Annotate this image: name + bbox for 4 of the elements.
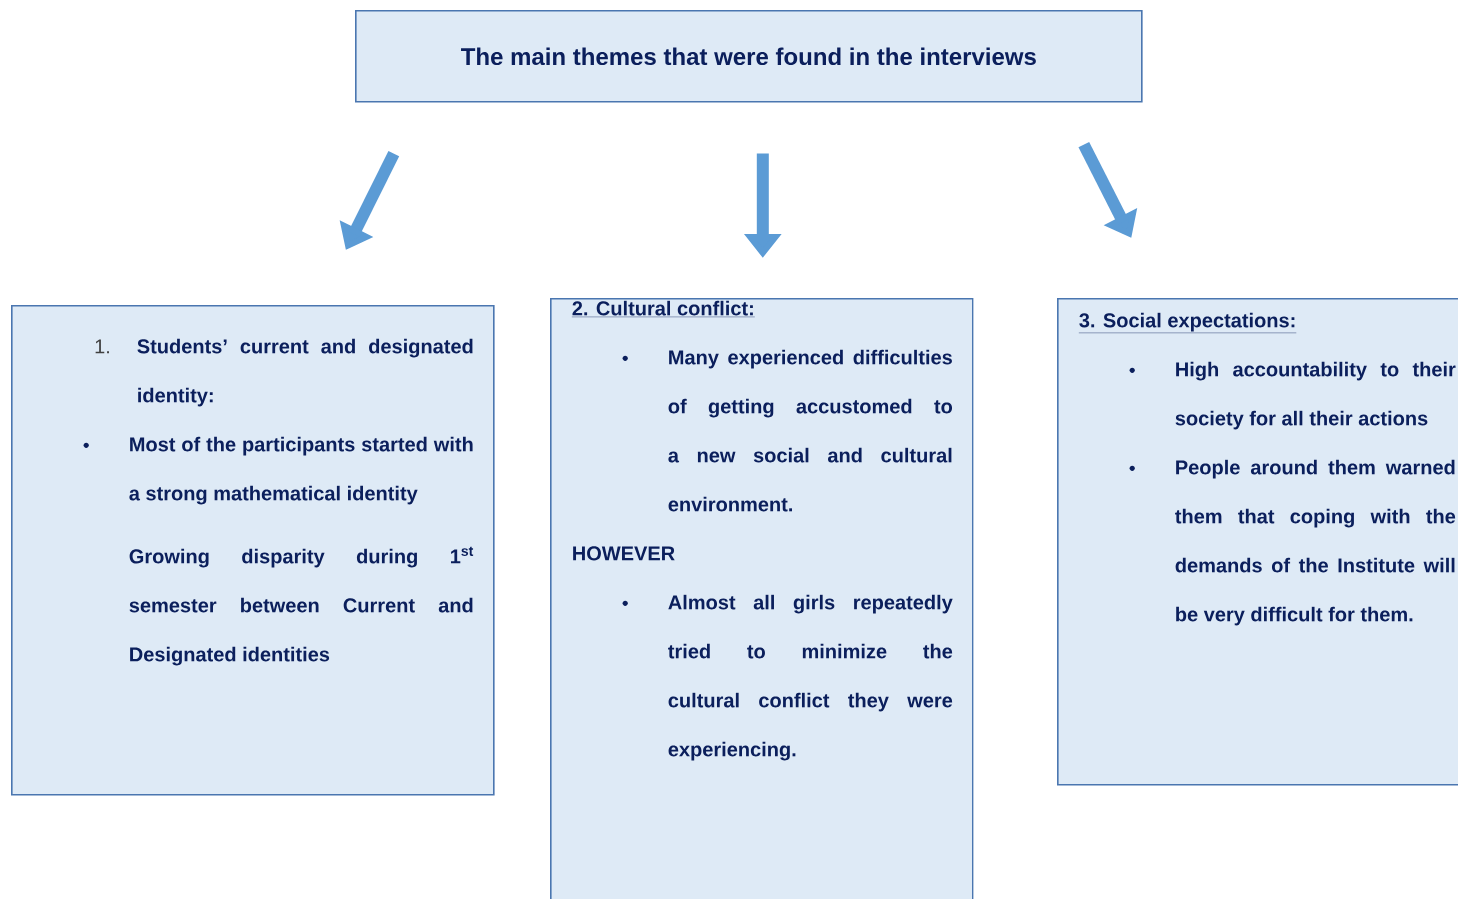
theme-box: 2. Cultural conflict: Many experienced difficulties of getting accustomed to a new social and cultural environment. HOWEVER Almost all girls repeatedly tried to minimize the cultural conflict they were experiencing. xyxy=(550,298,974,899)
theme-box: 3. Social expectations: High accountability to their society for all their actions People around them warned them that coping with the demands of the Institute will be very difficult for them. xyxy=(1057,298,1458,786)
title-box: The main themes that were found in the interviews xyxy=(355,10,1143,103)
theme-box: 1. Students’ current and designated identity: Most of the participants started with a strong mathematical identity Growing disparity during 1$^{st}$ semester between Current and Designated identities xyxy=(11,305,495,796)
